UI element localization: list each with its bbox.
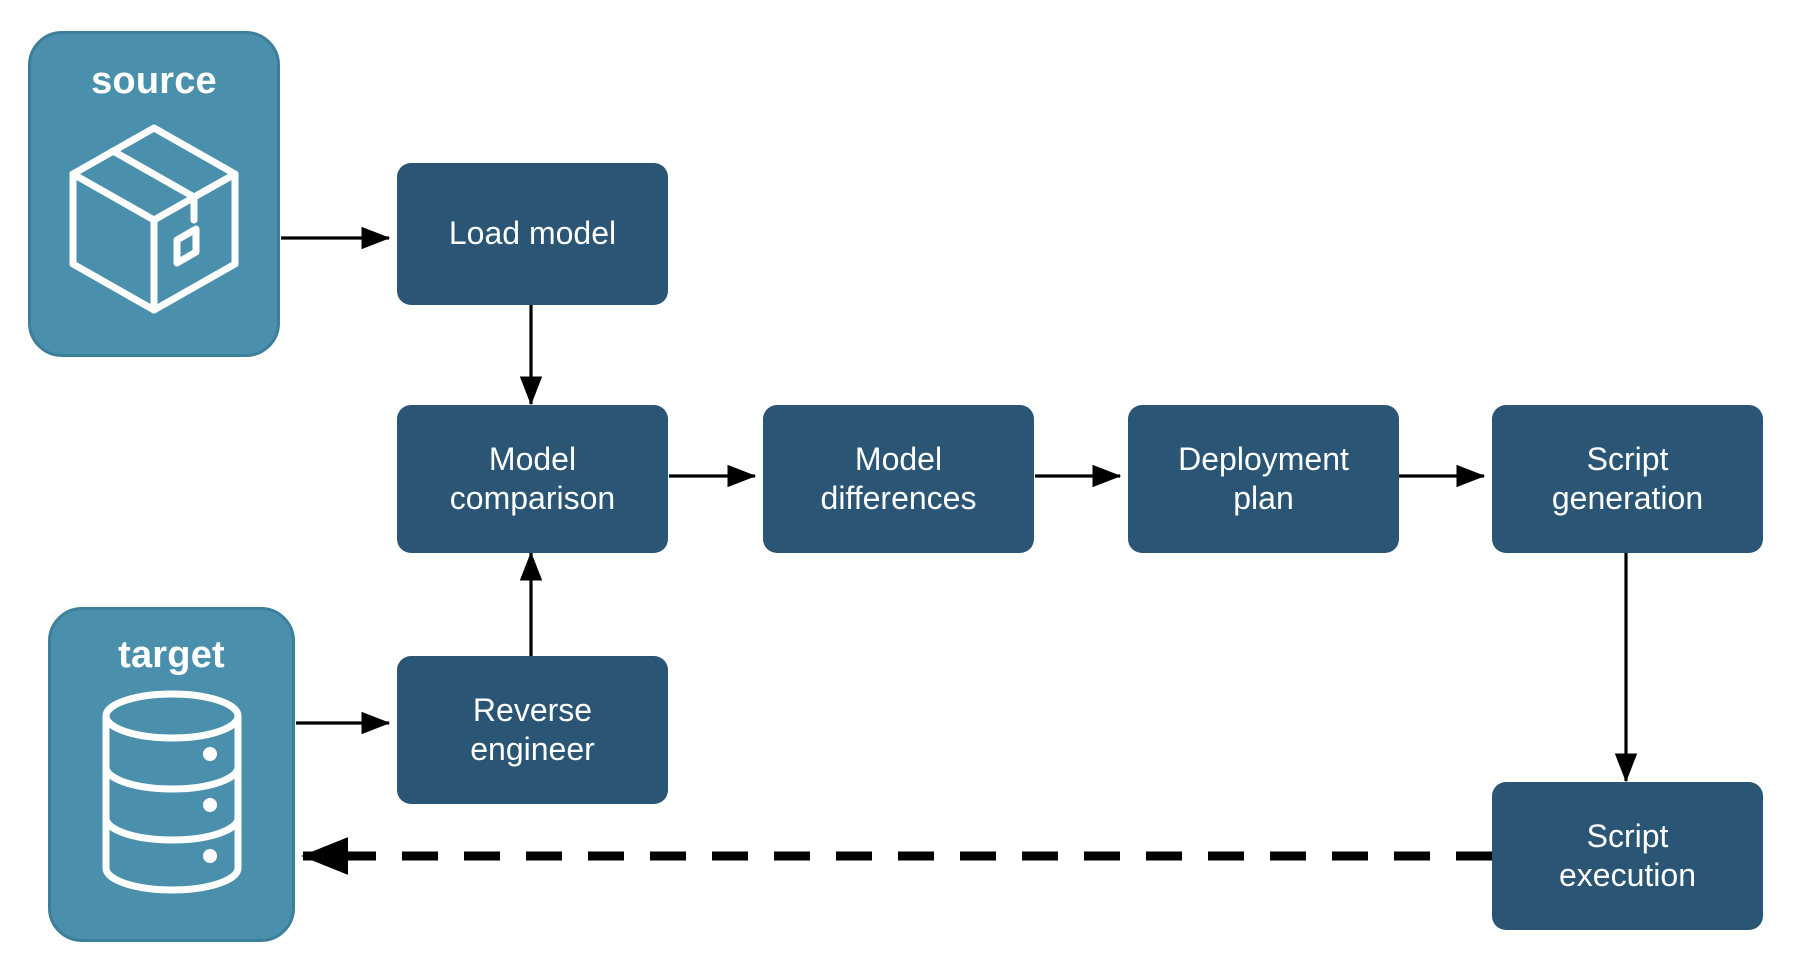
process-deployment-plan-line-1: Deployment <box>1178 440 1349 477</box>
process-model-comparison[interactable]: Model comparison <box>397 405 668 553</box>
package-box-icon <box>69 124 239 314</box>
process-load-model[interactable]: Load model <box>397 163 668 305</box>
process-model-differences-line-1: Model <box>854 440 943 477</box>
process-model-differences-line-2: differences <box>820 480 977 516</box>
process-model-comparison-line-2: comparison <box>449 480 616 516</box>
process-model-differences[interactable]: Model differences <box>763 405 1034 553</box>
endpoint-source-label: source <box>91 60 217 102</box>
process-model-comparison-line-1: Model <box>488 440 577 477</box>
process-script-execution-line-2: execution <box>1559 857 1696 893</box>
process-reverse-engineer-line-1: Reverse <box>472 691 593 728</box>
endpoint-target[interactable]: target <box>48 607 295 942</box>
process-load-model-line-1: Load model <box>448 215 617 252</box>
process-reverse-engineer-line-2: engineer <box>470 731 595 767</box>
process-script-generation-line-1: Script <box>1586 440 1669 477</box>
process-reverse-engineer[interactable]: Reverse engineer <box>397 656 668 804</box>
process-deployment-plan[interactable]: Deployment plan <box>1128 405 1399 553</box>
process-script-execution-line-1: Script <box>1586 817 1669 854</box>
process-script-execution[interactable]: Script execution <box>1492 782 1763 930</box>
database-cylinder-icon <box>102 690 241 894</box>
process-deployment-plan-line-2: plan <box>1233 480 1294 516</box>
endpoint-source[interactable]: source <box>28 31 280 357</box>
process-script-generation-line-2: generation <box>1551 480 1704 516</box>
process-script-generation[interactable]: Script generation <box>1492 405 1763 553</box>
endpoint-target-label: target <box>118 634 225 676</box>
